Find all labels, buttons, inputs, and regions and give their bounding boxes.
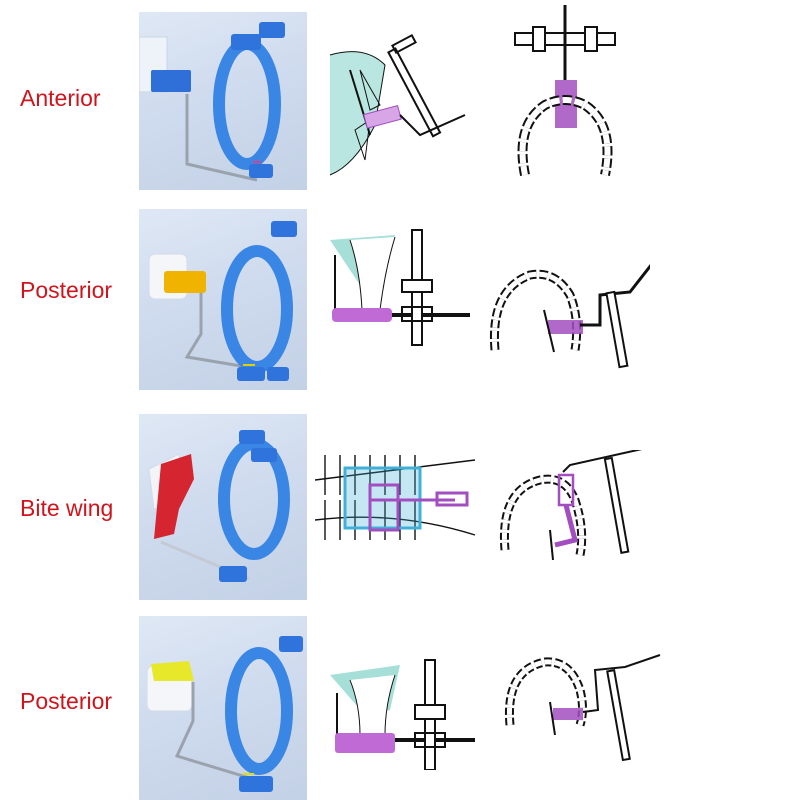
posterior-side-diagram-2 bbox=[325, 655, 475, 770]
anterior-holder-image bbox=[139, 22, 285, 182]
posterior-holder-image-1 bbox=[148, 221, 297, 381]
bite-wing-occlusal-diagram bbox=[495, 450, 655, 560]
posterior-occlusal-diagram-1 bbox=[480, 240, 650, 370]
anterior-side-illustration bbox=[329, 33, 466, 176]
row-label: Posterior bbox=[20, 688, 113, 714]
posterior-holder-photo-1 bbox=[139, 209, 307, 390]
bite-wing-front-diagram bbox=[315, 450, 490, 550]
anterior-holder-photo bbox=[139, 12, 307, 190]
row-label: Posterior bbox=[20, 277, 113, 303]
posterior-holder-image-2 bbox=[146, 636, 303, 792]
posterior-side-illustration-1 bbox=[330, 229, 470, 346]
row-bite-wing: Bite wing bbox=[0, 405, 800, 610]
row-anterior: Anterior bbox=[0, 0, 800, 200]
posterior-occlusal-illustration-1 bbox=[489, 263, 650, 369]
posterior-occlusal-diagram-2 bbox=[495, 650, 665, 770]
row-posterior-2: Posterior bbox=[0, 610, 800, 800]
row-posterior-1: Posterior bbox=[0, 200, 800, 405]
row-label: Anterior bbox=[20, 85, 101, 111]
posterior-side-diagram-1 bbox=[320, 225, 470, 350]
bite-wing-holder-image bbox=[148, 430, 290, 582]
posterior-holder-photo-2 bbox=[139, 616, 307, 800]
anterior-side-diagram bbox=[325, 15, 475, 185]
posterior-occlusal-illustration-2 bbox=[504, 654, 661, 762]
posterior-side-illustration-2 bbox=[330, 659, 475, 770]
anterior-occlusal-illustration bbox=[514, 5, 616, 176]
row-label: Bite wing bbox=[20, 495, 114, 521]
bite-wing-front-illustration bbox=[315, 455, 476, 540]
bite-wing-occlusal-illustration bbox=[499, 450, 643, 560]
anterior-occlusal-diagram bbox=[505, 5, 625, 185]
bite-wing-holder-photo bbox=[139, 414, 307, 600]
